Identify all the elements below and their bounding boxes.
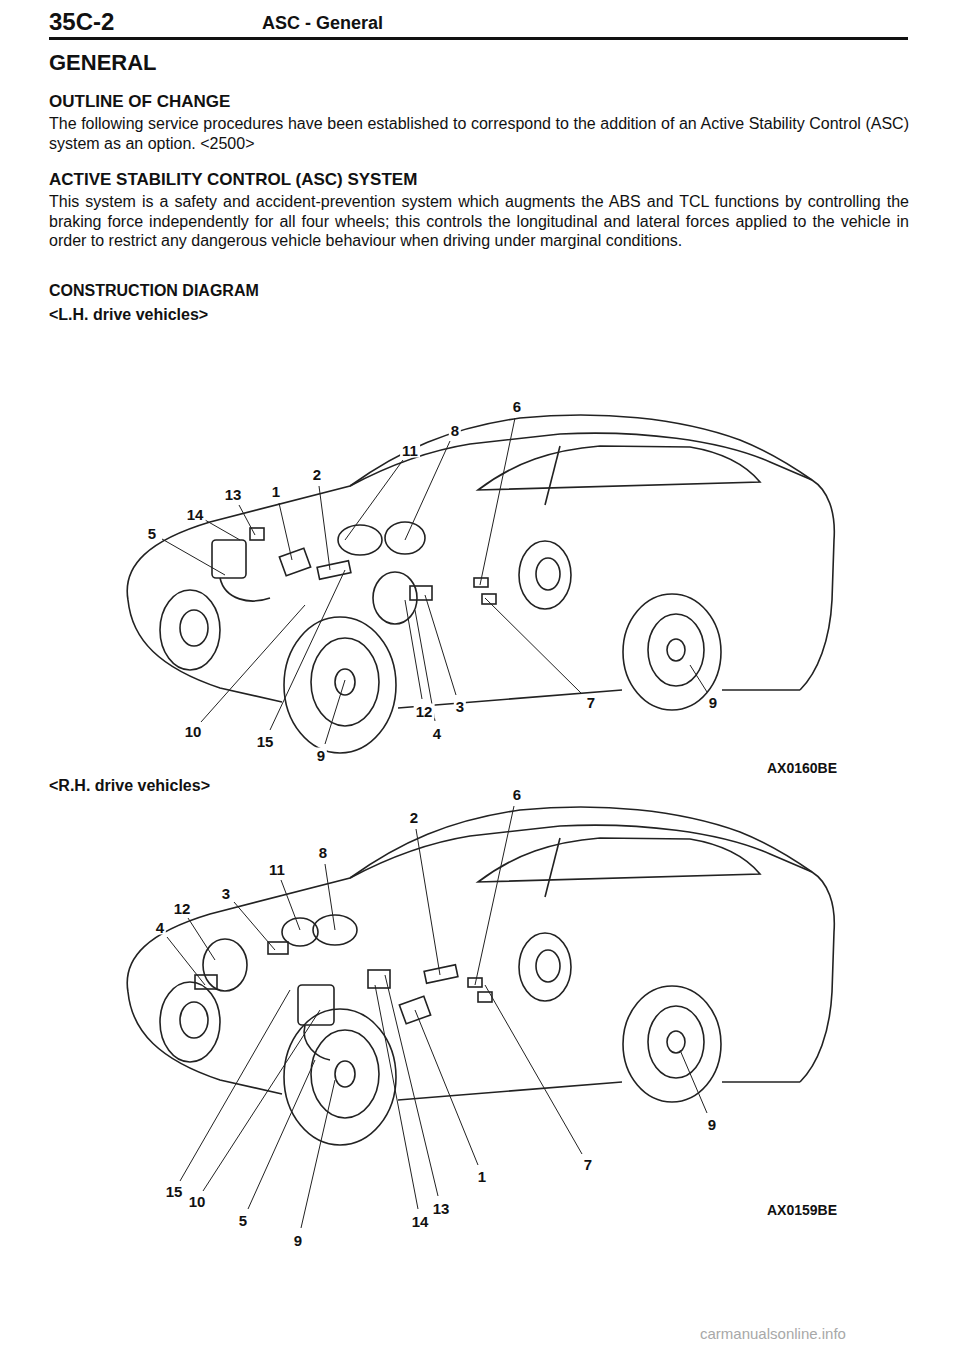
callout-number: 4 [431, 726, 443, 741]
callout-number: 6 [511, 399, 523, 414]
figure-code: AX0160BE [767, 760, 837, 777]
callout-number: 13 [223, 487, 244, 502]
body-text: This system is a safety and accident-pre… [49, 192, 909, 251]
callout-number: 14 [185, 507, 206, 522]
callout-number: 10 [187, 1194, 208, 1209]
section-title: ASC - General [262, 13, 383, 35]
subheading: ACTIVE STABILITY CONTROL (ASC) SYSTEM [49, 170, 417, 190]
rh-components [195, 915, 492, 1060]
callout-number: 13 [431, 1201, 452, 1216]
callout-number: 4 [154, 920, 166, 935]
callout-number: 7 [585, 695, 597, 710]
callout-number: 1 [476, 1169, 488, 1184]
figure-heading: <L.H. drive vehicles> [49, 305, 208, 324]
callout-number: 3 [454, 699, 466, 714]
callout-number: 6 [511, 787, 523, 802]
callout-number: 9 [315, 748, 327, 763]
callout-number: 15 [164, 1184, 185, 1199]
callout-number: 12 [414, 704, 435, 719]
body-text: The following service procedures have be… [49, 114, 909, 153]
callout-number: 10 [183, 724, 204, 739]
callout-number: 2 [408, 810, 420, 825]
figure-code: AX0159BE [767, 1202, 837, 1219]
callout-number: 3 [220, 886, 232, 901]
subheading: OUTLINE OF CHANGE [49, 92, 230, 112]
lh-leader-lines [162, 418, 707, 744]
page-heading: GENERAL [49, 50, 157, 76]
callout-number: 9 [707, 695, 719, 710]
figure-heading: <R.H. drive vehicles> [49, 776, 210, 795]
callout-number: 14 [410, 1214, 431, 1229]
callout-number: 11 [267, 862, 287, 877]
callout-number: 15 [255, 734, 276, 749]
callout-number: 12 [172, 901, 193, 916]
callout-number: 9 [706, 1117, 718, 1132]
header-rule [49, 37, 908, 40]
watermark: carmanualsonline.info [700, 1325, 846, 1343]
rh-leader-lines [167, 806, 707, 1228]
callout-number: 9 [292, 1233, 304, 1248]
callout-number: 8 [317, 845, 329, 860]
page-number: 35C-2 [49, 8, 114, 37]
callout-number: 8 [449, 423, 461, 438]
callout-number: 2 [311, 467, 323, 482]
callout-number: 1 [270, 484, 282, 499]
callout-number: 5 [146, 526, 158, 541]
callout-number: 5 [237, 1213, 249, 1228]
callout-number: 7 [582, 1157, 594, 1172]
subheading: CONSTRUCTION DIAGRAM [49, 281, 259, 300]
callout-number: 11 [400, 443, 420, 458]
lh-components [212, 522, 496, 624]
